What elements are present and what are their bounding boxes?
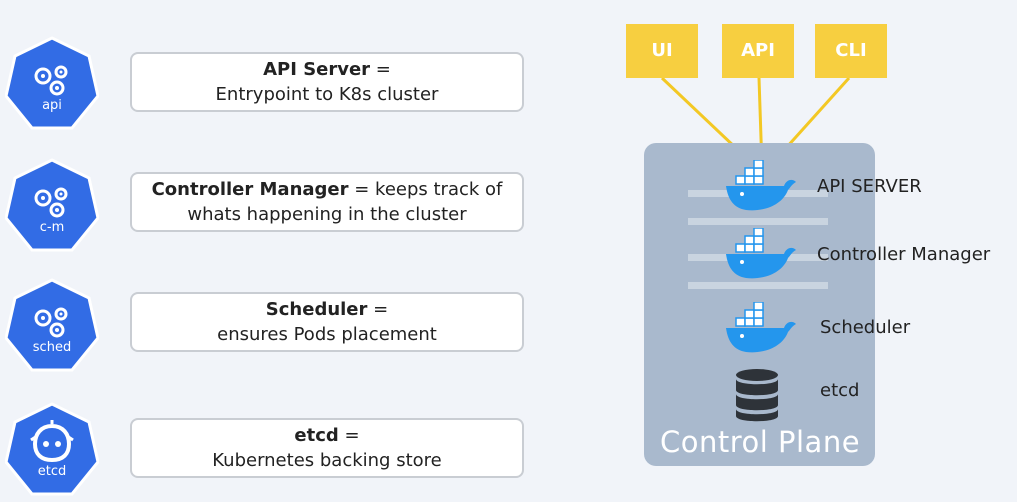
card-title: Controller Manager xyxy=(151,179,349,200)
k8s-sched-hexagon: sched xyxy=(4,278,100,372)
client-cli-box: CLI xyxy=(815,24,887,78)
card-line-1: API Server = xyxy=(132,57,522,82)
card-sep: = xyxy=(370,59,391,80)
card-title: etcd xyxy=(294,425,339,446)
card-line-1: Scheduler = xyxy=(132,297,522,322)
scheduler-card: Scheduler = ensures Pods placement xyxy=(130,292,524,352)
controller-manager-card: Controller Manager = keeps track of what… xyxy=(130,172,524,232)
card-line-1: Controller Manager = keeps track of xyxy=(132,177,522,202)
database-icon xyxy=(736,369,778,422)
card-sep: = xyxy=(367,299,389,320)
component-row-etcd: etcd etcd = Kubernetes backing store xyxy=(0,402,540,502)
card-line-2: Kubernetes backing store xyxy=(212,450,442,471)
component-row-cm: c-m Controller Manager = keeps track of … xyxy=(0,158,540,258)
docker-whale-icon xyxy=(726,228,796,279)
card-line-1: etcd = xyxy=(132,423,522,448)
etcd-icon xyxy=(4,402,100,496)
gear-cluster-icon xyxy=(4,278,100,372)
component-label-scheduler: Scheduler xyxy=(820,317,911,338)
component-label-api-server: API SERVER xyxy=(817,176,922,197)
card-line-2: Entrypoint to K8s cluster xyxy=(215,84,439,105)
card-title: Scheduler xyxy=(265,299,368,320)
card-title: API Server xyxy=(263,59,371,80)
k8s-cm-hexagon: c-m xyxy=(4,158,100,252)
hex-label: api xyxy=(42,98,62,113)
component-label-etcd: etcd xyxy=(820,380,860,401)
client-api-box: API xyxy=(722,24,794,78)
gear-cluster-icon xyxy=(4,36,100,130)
k8s-api-hexagon: api xyxy=(4,36,100,130)
k8s-etcd-hexagon: etcd xyxy=(4,402,100,496)
hex-label: sched xyxy=(32,340,72,355)
docker-whale-icon xyxy=(726,302,796,353)
component-row-api: api API Server = Entrypoint to K8s clust… xyxy=(0,36,540,136)
hex-label: c-m xyxy=(39,220,65,235)
component-row-sched: sched Scheduler = ensures Pods placement xyxy=(0,278,540,378)
divider-stripe xyxy=(688,218,828,225)
component-label-controller-manager: Controller Manager xyxy=(817,244,991,265)
card-line-2: ensures Pods placement xyxy=(217,324,437,345)
card-rest: = keeps track of xyxy=(348,179,503,200)
docker-whale-icon xyxy=(726,160,796,211)
control-plane-title: Control Plane xyxy=(659,425,861,459)
client-ui-box: UI xyxy=(626,24,698,78)
hex-label: etcd xyxy=(37,464,67,479)
card-line-2: whats happening in the cluster xyxy=(187,204,467,225)
gear-cluster-icon xyxy=(4,158,100,252)
card-sep: = xyxy=(338,425,360,446)
etcd-card: etcd = Kubernetes backing store xyxy=(130,418,524,478)
api-server-card: API Server = Entrypoint to K8s cluster xyxy=(130,52,524,112)
divider-stripe xyxy=(688,282,828,289)
